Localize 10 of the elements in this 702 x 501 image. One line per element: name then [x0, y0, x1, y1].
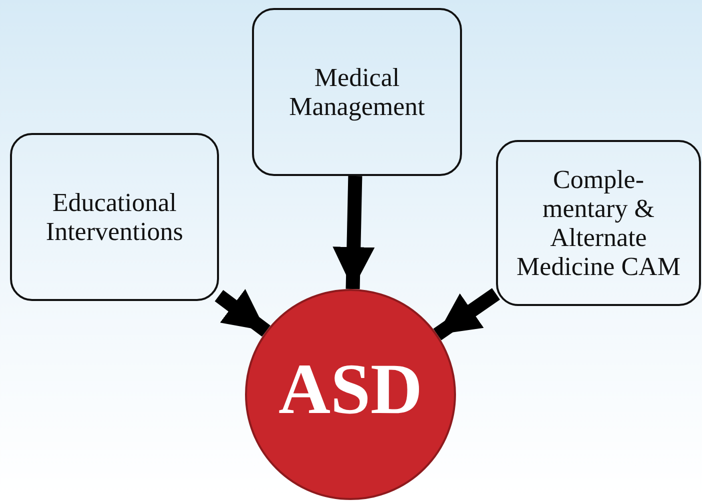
rounded-box	[496, 140, 701, 306]
node-label: Comple- mentary & Alternate Medicine CAM	[516, 164, 682, 282]
node-label: ASD	[277, 349, 424, 430]
rounded-box	[252, 8, 462, 176]
node-label: Medical Management	[288, 62, 426, 122]
node-label: Educational Interventions	[44, 188, 184, 246]
rounded-box	[10, 133, 219, 301]
arrow	[332, 176, 375, 290]
arrow	[214, 289, 270, 337]
arrow	[433, 288, 500, 340]
